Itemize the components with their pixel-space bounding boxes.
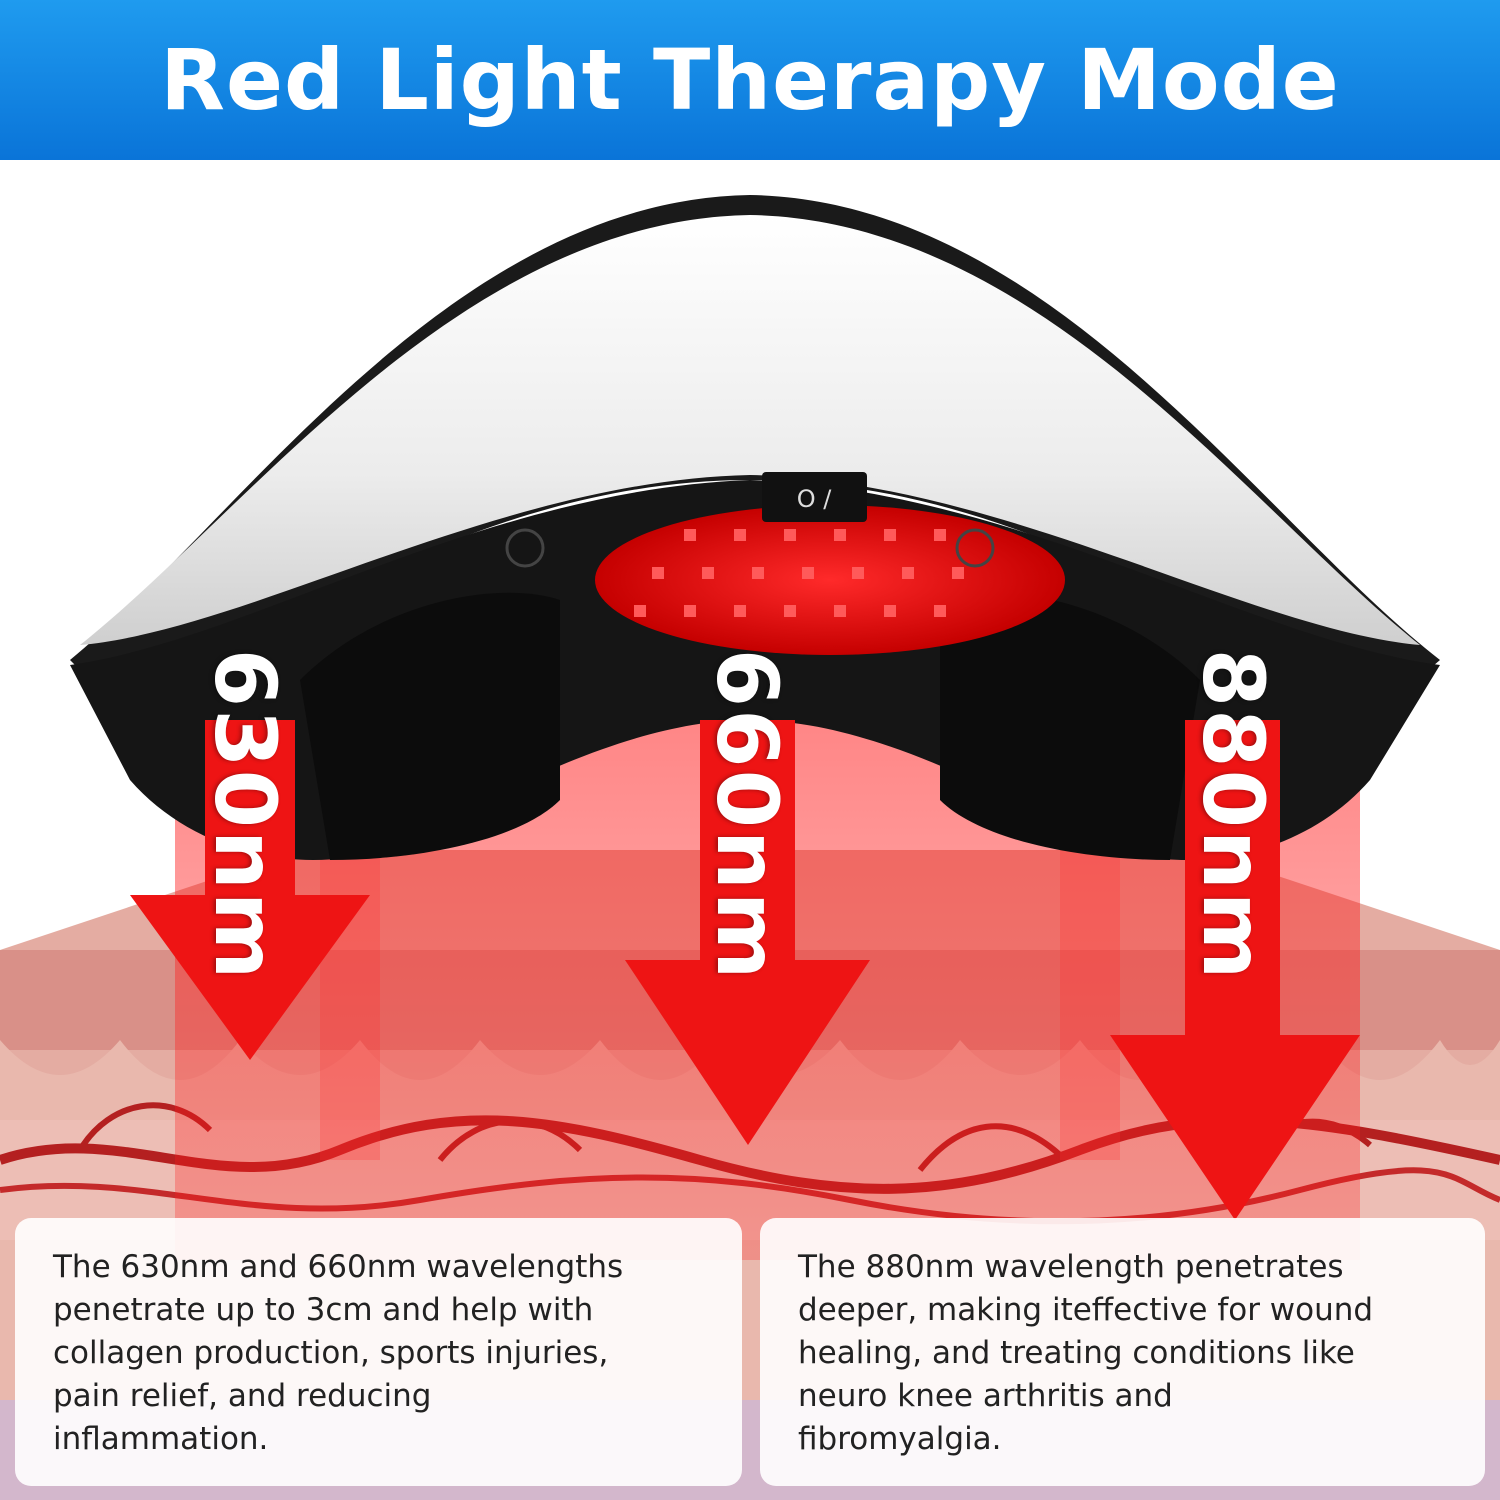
switch-label: O /: [797, 485, 833, 513]
info-text-880: The 880nm wavelength penetrates deeper, …: [798, 1249, 1374, 1457]
led-chip: [802, 567, 814, 579]
led-chip: [784, 529, 796, 541]
led-chip: [784, 605, 796, 617]
led-chip: [934, 605, 946, 617]
info-box-880: The 880nm wavelength penetrates deeper, …: [760, 1218, 1485, 1486]
led-array: [634, 529, 964, 617]
led-chip: [934, 529, 946, 541]
info-text-630-660: The 630nm and 660nm wavelengths penetrat…: [53, 1249, 624, 1457]
power-switch[interactable]: O /: [762, 472, 867, 522]
right-button[interactable]: [955, 528, 995, 568]
led-chip: [734, 605, 746, 617]
led-chip: [852, 567, 864, 579]
arrow-630: [130, 720, 370, 1060]
arrow-660: [625, 720, 870, 1145]
led-chip: [652, 567, 664, 579]
arrow-880: [1110, 720, 1360, 1220]
led-chip: [734, 529, 746, 541]
led-chip: [634, 605, 646, 617]
info-box-630-660: The 630nm and 660nm wavelengths penetrat…: [15, 1218, 742, 1486]
led-chip: [884, 605, 896, 617]
led-chip: [834, 529, 846, 541]
led-chip: [702, 567, 714, 579]
led-chip: [902, 567, 914, 579]
led-chip: [952, 567, 964, 579]
wavelength-label-660: 660nm: [698, 648, 796, 982]
page-title: Red Light Therapy Mode: [160, 31, 1340, 129]
wavelength-label-630: 630nm: [196, 648, 294, 982]
led-chip: [834, 605, 846, 617]
led-chip: [752, 567, 764, 579]
led-chip: [684, 605, 696, 617]
wavelength-arrows: [130, 720, 1360, 1220]
led-chip: [884, 529, 896, 541]
led-chip: [684, 529, 696, 541]
left-button[interactable]: [505, 528, 545, 568]
light-therapy-device: [70, 195, 1440, 860]
title-banner: Red Light Therapy Mode: [0, 0, 1500, 160]
wavelength-label-880: 880nm: [1184, 648, 1282, 982]
